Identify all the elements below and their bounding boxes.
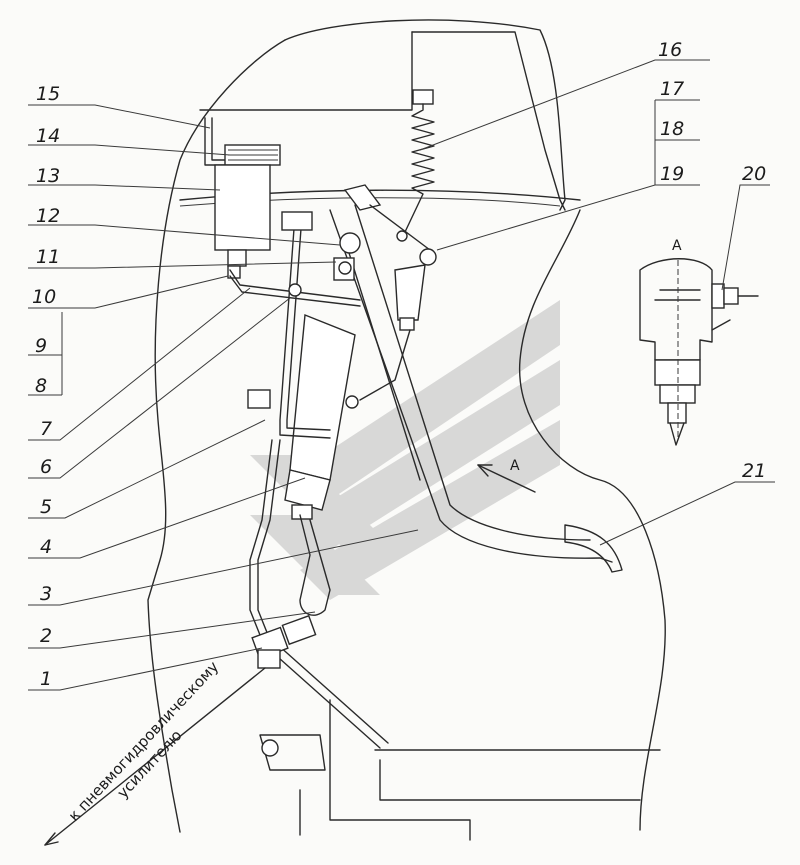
callout-18: 18	[660, 118, 684, 140]
callout-15: 15	[36, 83, 60, 105]
callout-20: 20	[742, 163, 766, 185]
leader-lines	[28, 59, 775, 691]
master-cylinder	[284, 314, 359, 520]
callout-12: 12	[36, 205, 60, 227]
callout-5: 5	[40, 496, 52, 518]
callout-17: 17	[660, 78, 684, 100]
callout-10: 10	[32, 286, 56, 308]
callout-14: 14	[36, 125, 60, 147]
callout-3: 3	[40, 583, 52, 605]
view-arrow-label: A	[510, 458, 520, 474]
callout-6: 6	[40, 456, 52, 478]
view-a-title: A	[672, 238, 682, 254]
view-direction-arrow	[477, 464, 536, 493]
watermark-logo	[250, 300, 560, 600]
brake-light-switch-assembly	[204, 117, 281, 279]
callout-1: 1	[40, 668, 52, 690]
view-a-detail	[639, 258, 759, 446]
callout-9: 9	[35, 335, 47, 357]
callout-11: 11	[36, 246, 60, 268]
callout-8: 8	[35, 375, 47, 397]
hose-note: к пневмогидровлическому усилителю	[65, 658, 223, 825]
linkage-rods	[229, 211, 361, 439]
return-spring	[396, 89, 435, 242]
callout-21: 21	[742, 460, 766, 482]
callout-13: 13	[36, 165, 60, 187]
callout-4: 4	[40, 536, 52, 558]
callout-2: 2	[40, 625, 52, 647]
brake-pedal-lever	[329, 204, 623, 573]
hose-note-line-1: к пневмогидровлическому	[65, 658, 223, 825]
pedal-booster-link	[343, 184, 437, 401]
brake-pipe	[44, 439, 389, 846]
callout-7: 7	[40, 418, 52, 440]
callout-numbers: 1 2 3 4 5 6 7 8 9 10 11 12 13 14 15 16 1…	[32, 39, 766, 690]
callout-19: 19	[660, 163, 684, 185]
callout-16: 16	[658, 39, 682, 61]
